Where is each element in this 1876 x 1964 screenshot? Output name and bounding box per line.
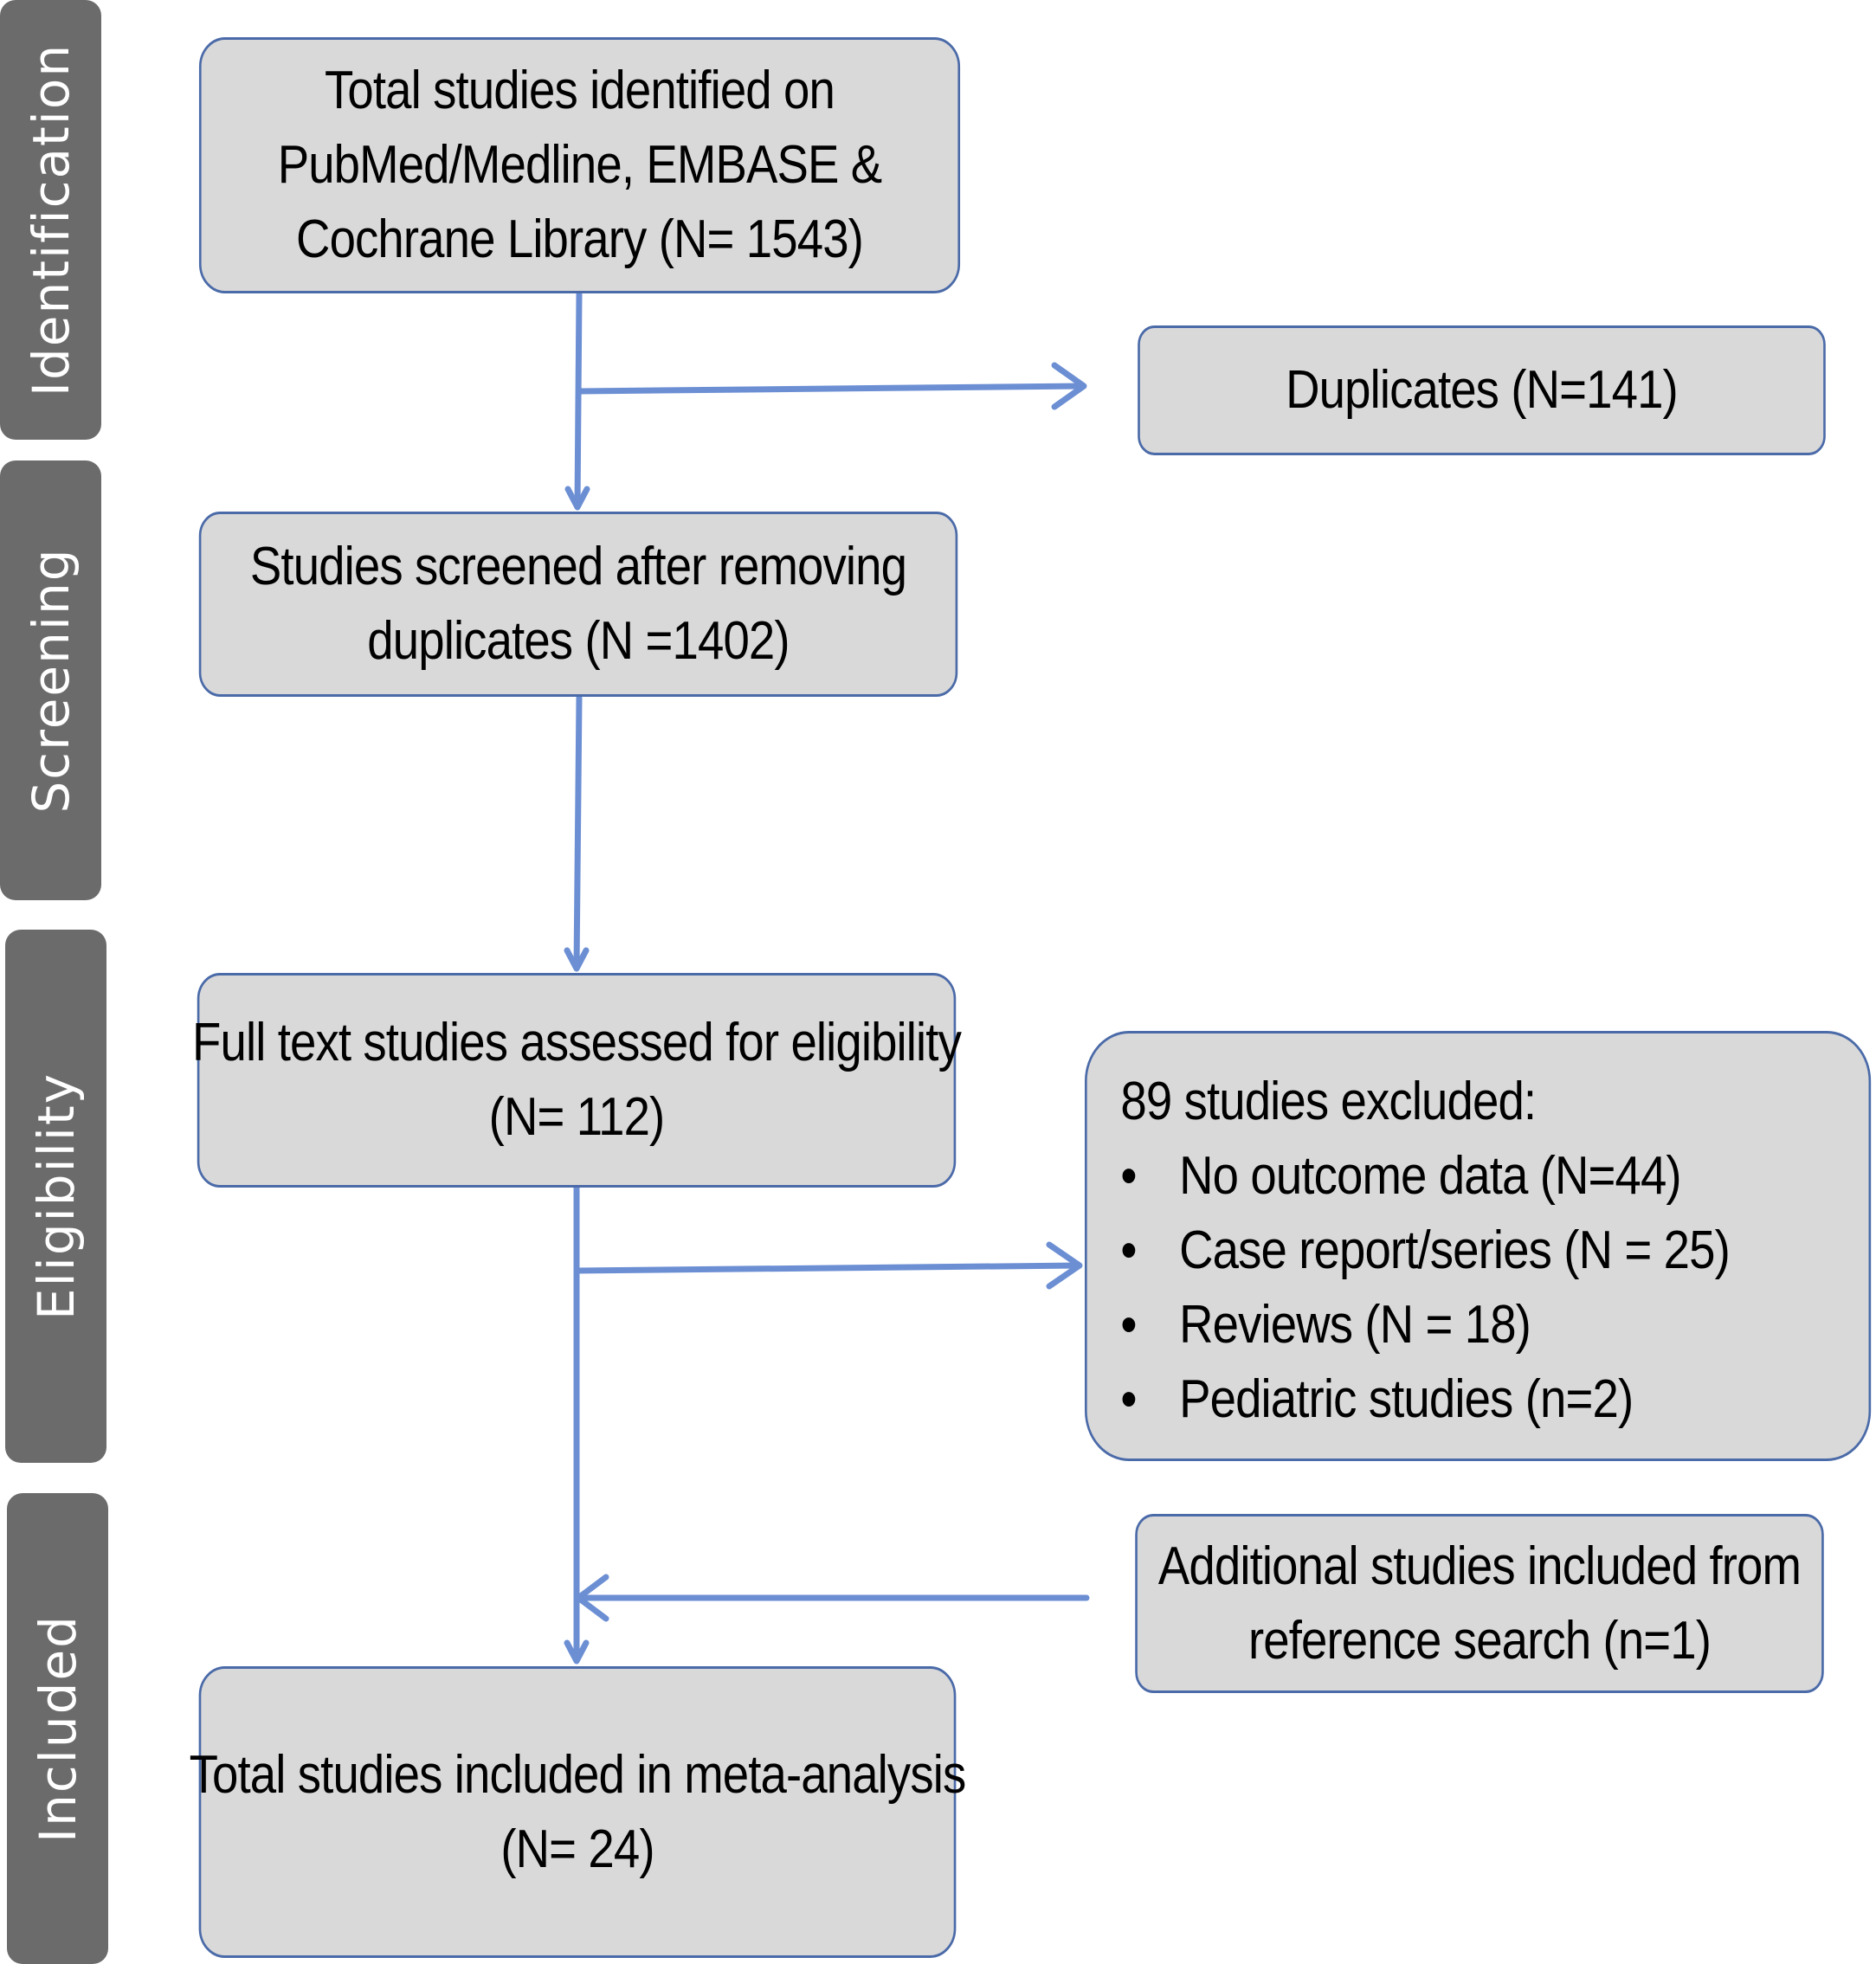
additional-line-2: reference search (n=1) <box>1247 1610 1712 1671</box>
arrowhead-fulltext <box>564 947 590 972</box>
excluded-reason-item: • Pediatric studies (n=2) <box>1120 1362 1730 1437</box>
excluded-reason-reviews: Reviews (N = 18) <box>1179 1295 1531 1355</box>
box-total-identified: Total studies identified on PubMed/Medli… <box>198 37 961 293</box>
connector-screened-to-fulltext <box>573 694 583 971</box>
phase-included: Included <box>7 1493 108 1964</box>
included-line-1: Total studies included in meta-analysis <box>189 1744 967 1805</box>
excluded-heading: 89 studies excluded: <box>1120 1072 1537 1131</box>
connector-identified-to-screened <box>574 291 583 510</box>
box-screened: Studies screened after removing duplicat… <box>198 512 958 697</box>
box-excluded: 89 studies excluded: • No outcome data (N… <box>1085 1031 1872 1461</box>
phase-eligibility: Eligibility <box>5 930 106 1463</box>
excluded-reason-no-outcome: No outcome data (N=44) <box>1179 1146 1681 1206</box>
box-fulltext-assessed: Full text studies assessed for eligibili… <box>192 973 962 1188</box>
bullet: • <box>1120 1369 1137 1429</box>
arrowhead-additional <box>575 1574 609 1622</box>
excluded-reasons-list: • No outcome data (N=44) • Case report/ser… <box>1120 1139 1730 1437</box>
excluded-reason-item: • No outcome data (N=44) <box>1120 1139 1730 1214</box>
included-line-2: (N= 24) <box>500 1819 654 1879</box>
additional-line-1: Additional studies included from <box>1157 1536 1802 1596</box>
connector-to-excluded <box>573 1262 1082 1274</box>
box-additional-studies: Additional studies included from referen… <box>1135 1514 1824 1693</box>
identified-line-2: PubMed/Medline, EMBASE & <box>277 135 882 195</box>
identified-line-3: Cochrane Library (N= 1543) <box>296 209 864 269</box>
box-total-included: Total studies included in meta-analysis … <box>190 1666 966 1958</box>
box-duplicates: Duplicates (N=141) <box>1138 325 1826 455</box>
arrowhead-excluded <box>1046 1241 1083 1290</box>
excluded-reason-case-report: Case report/series (N = 25) <box>1179 1220 1731 1280</box>
bullet: • <box>1120 1295 1137 1355</box>
excluded-reason-item: • Reviews (N = 18) <box>1120 1288 1730 1362</box>
duplicates-line-1: Duplicates (N=141) <box>1286 360 1679 420</box>
excluded-reason-item: • Case report/series (N = 25) <box>1120 1214 1730 1288</box>
phase-identification: Identification <box>0 0 101 440</box>
arrowhead-included <box>564 1639 590 1665</box>
arrowhead-screened <box>564 486 590 511</box>
excluded-reason-pediatric: Pediatric studies (n=2) <box>1179 1369 1634 1429</box>
screened-line-2: duplicates (N =1402) <box>367 611 790 671</box>
fulltext-line-1: Full text studies assessed for eligibili… <box>192 1013 962 1072</box>
phase-screening: Screening <box>0 460 101 900</box>
bullet: • <box>1120 1220 1137 1280</box>
identified-line-1: Total studies identified on <box>325 61 835 120</box>
connector-to-duplicates <box>576 383 1086 395</box>
bullet: • <box>1120 1146 1137 1206</box>
screened-line-1: Studies screened after removing <box>249 537 907 596</box>
arrowhead-duplicates <box>1051 362 1087 410</box>
fulltext-line-2: (N= 112) <box>488 1087 666 1147</box>
